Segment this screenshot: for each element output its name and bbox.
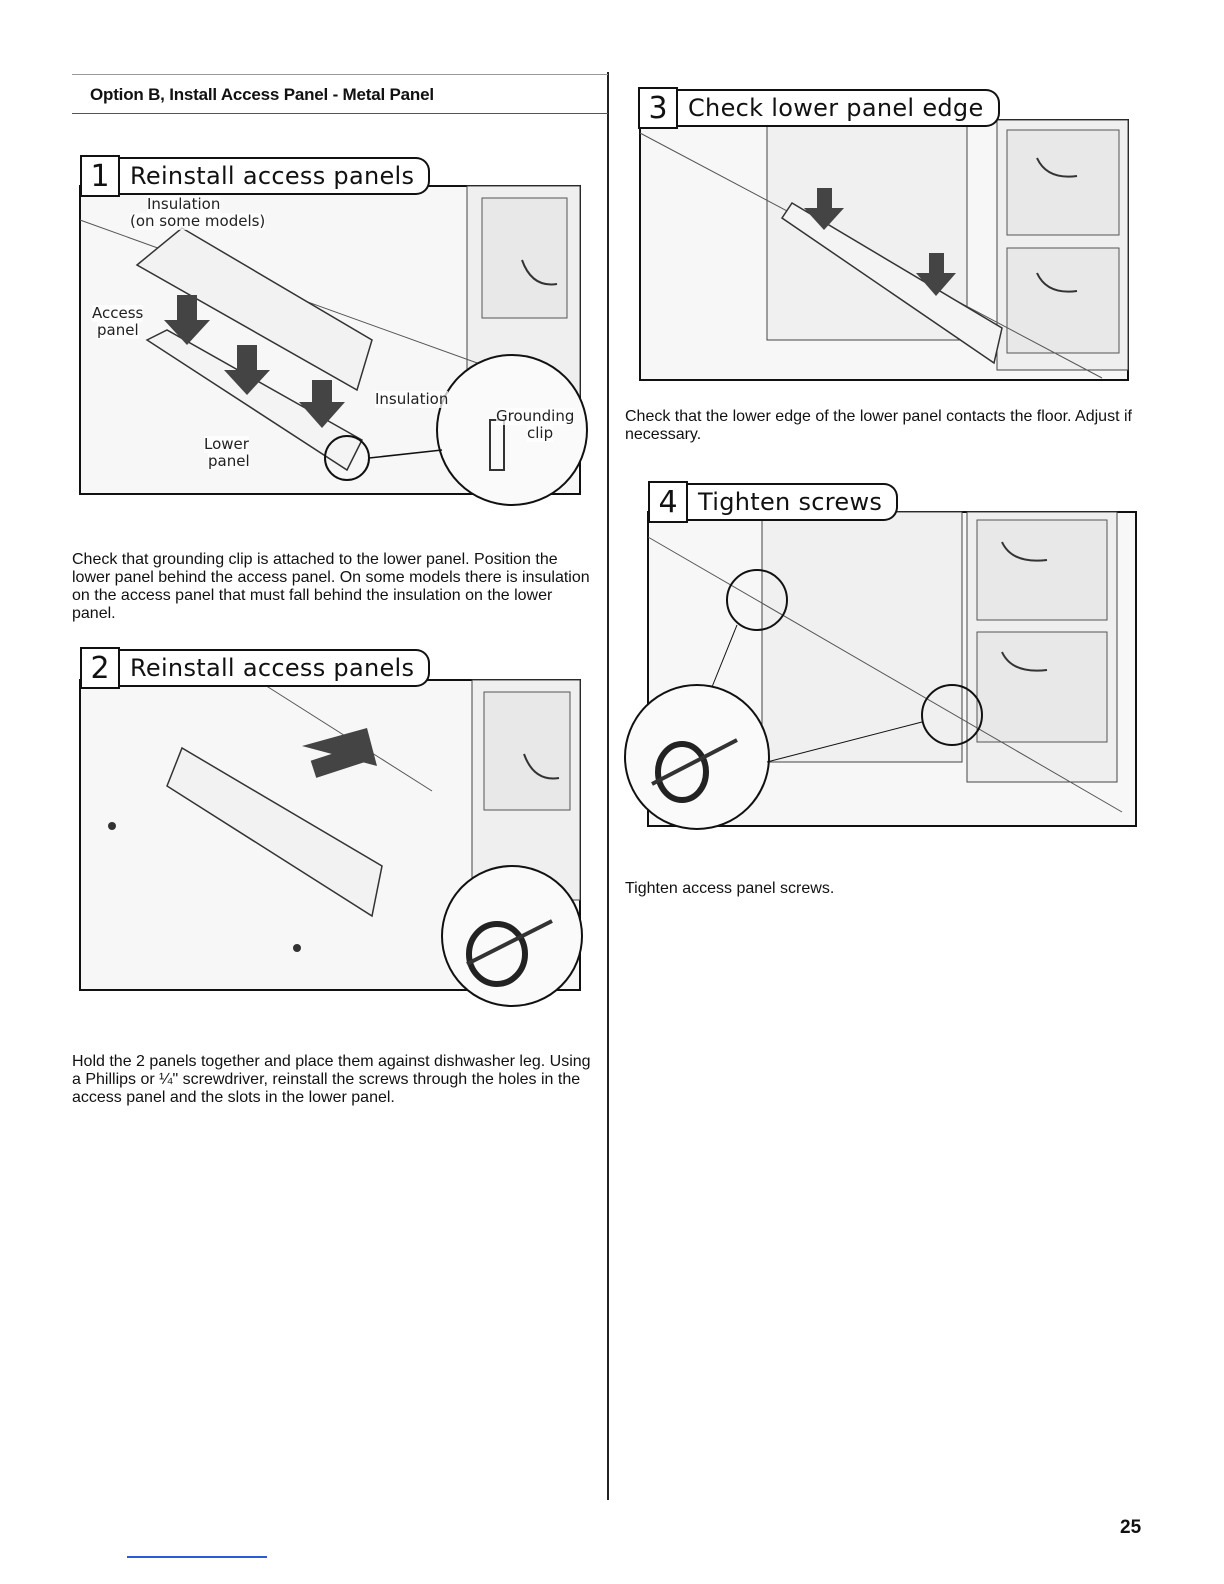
step-2-title: Reinstall access panels [120,649,431,687]
step-4-drawing [624,511,1137,830]
step-1-number: 1 [80,155,120,197]
callout-clip: clip [527,424,554,442]
step-2-drawing [79,679,583,1007]
step-1-header: 1 Reinstall access panels [80,154,431,198]
step-3-header: 3 Check lower panel edge [638,86,1000,130]
callout-access-panel: panel [97,321,139,339]
callout-grounding: Grounding [496,407,575,425]
footer-link-underline[interactable] [127,1556,267,1558]
step-4-title: Tighten screws [688,483,899,521]
step-3-number: 3 [638,87,678,129]
step-4-number: 4 [648,481,688,523]
step-4-illustration: 4 Tighten screws [622,472,1142,842]
step-2-number: 2 [80,647,120,689]
step-1-drawing [79,185,588,506]
step-3-caption: Check that the lower edge of the lower p… [625,408,1132,443]
step-4-header: 4 Tighten screws [648,480,899,524]
column-divider [607,72,609,1500]
step-1-caption: Check that grounding clip is attached to… [72,551,590,622]
step-1-title: Reinstall access panels [120,157,431,195]
callout-insulation-right: Insulation [375,390,449,408]
step-1-illustration: 1 Reinstall access panels Insulation (on… [72,140,592,520]
page-number: 25 [1120,1517,1142,1538]
step-2-header: 2 Reinstall access panels [80,646,431,690]
step-3-drawing [639,119,1129,381]
section-title: Option B, Install Access Panel - Metal P… [72,74,608,114]
step-2-illustration: 2 Reinstall access panels [72,636,592,1016]
callout-some-models: (on some models) [130,212,266,230]
step-3-illustration: 3 Check lower panel edge [632,78,1132,388]
step-4-caption: Tighten access panel screws. [625,880,835,897]
callout-lower-panel: panel [208,452,250,470]
callout-insulation-top: Insulation [147,195,221,213]
step-2-caption: Hold the 2 panels together and place the… [72,1053,591,1106]
step-3-title: Check lower panel edge [678,89,1000,127]
callout-access: Access [92,304,144,322]
callout-lower: Lower [204,435,249,453]
